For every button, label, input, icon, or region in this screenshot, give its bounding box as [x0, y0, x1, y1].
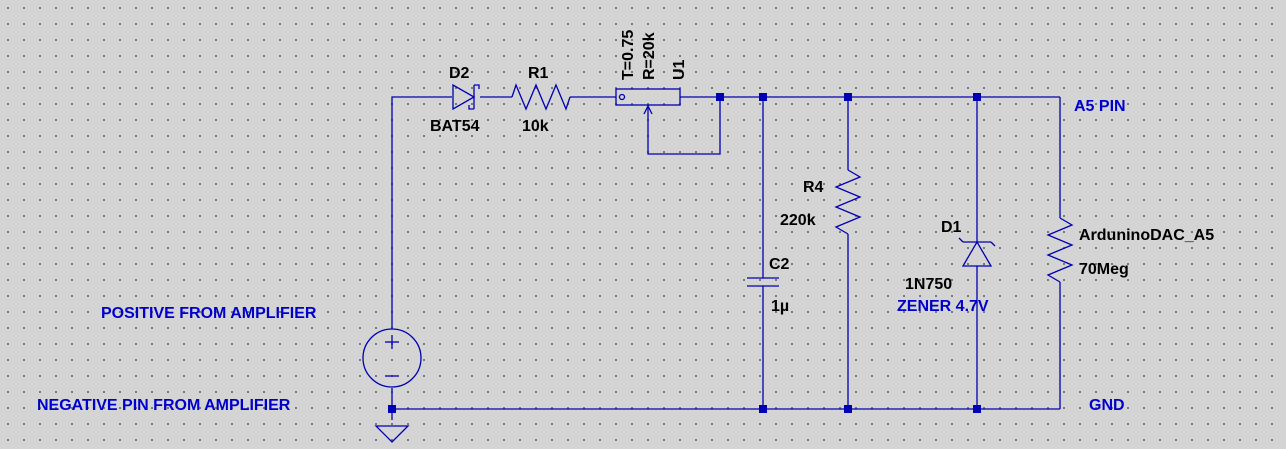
- resistor-r4[interactable]: [834, 169, 862, 235]
- rl-name-label: ArduninoDAC_A5: [1079, 227, 1214, 244]
- negative-label: NEGATIVE PIN FROM AMPLIFIER: [37, 397, 291, 414]
- r1-name-label: R1: [528, 65, 549, 82]
- r1-value-label: 10k: [522, 118, 549, 135]
- gnd-label: GND: [1089, 397, 1125, 414]
- capacitor-c2[interactable]: [747, 277, 779, 287]
- rl-value-label: 70Meg: [1079, 261, 1129, 278]
- d1-name-label: D1: [941, 219, 962, 236]
- d2-name-label: D2: [449, 65, 470, 82]
- d2-value-label: BAT54: [430, 118, 480, 135]
- wire-source-left: [391, 96, 452, 328]
- r4-value-label: 220k: [780, 212, 816, 229]
- ground-icon: [374, 425, 410, 443]
- wire-u1-wiper: [647, 97, 721, 155]
- d1-value-label: 1N750: [905, 276, 952, 293]
- u1-name-label: U1: [671, 59, 688, 80]
- junction-nodes: [388, 93, 981, 413]
- r4-name-label: R4: [803, 179, 824, 196]
- positive-label: POSITIVE FROM AMPLIFIER: [101, 305, 317, 322]
- zener-diode-d1[interactable]: [958, 237, 996, 267]
- u1-param-r-label: R=20k: [641, 32, 658, 80]
- a5-pin-label: A5 PIN: [1074, 98, 1126, 115]
- c2-value-label: 1µ: [771, 298, 789, 315]
- resistor-r1[interactable]: [511, 83, 571, 111]
- resistor-arduino-dac[interactable]: [1046, 217, 1074, 283]
- diode-d2[interactable]: [452, 83, 480, 111]
- wires: [391, 96, 1061, 420]
- potentiometer-u1[interactable]: [615, 88, 681, 115]
- voltage-source[interactable]: [362, 328, 422, 388]
- d1-note-label: ZENER 4.7V: [897, 298, 989, 315]
- u1-param-t-label: T=0.75: [620, 30, 637, 80]
- c2-name-label: C2: [769, 256, 790, 273]
